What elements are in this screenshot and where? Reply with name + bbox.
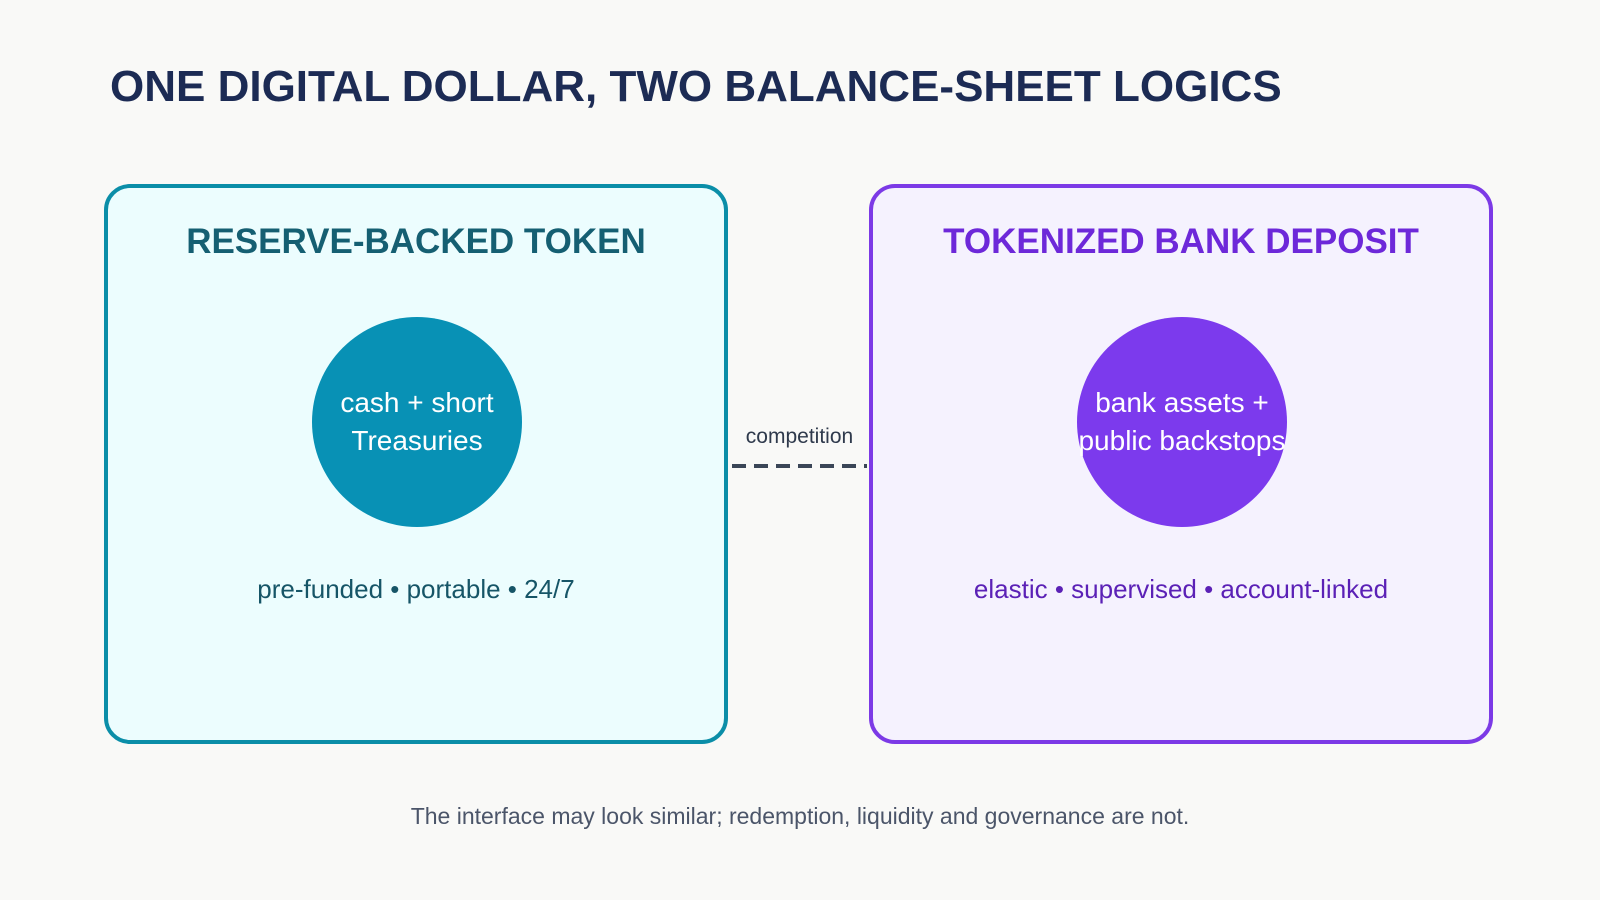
footnote: The interface may look similar; redempti… (410, 803, 1190, 829)
reserve-backing-circle: cash + short Treasuries (312, 317, 522, 527)
competition-connector (732, 464, 867, 468)
reserve-backed-token-traits: pre-funded • portable • 24/7 (257, 574, 575, 604)
bank-backing-circle: bank assets + public backstops (1077, 317, 1287, 527)
competition-label: competition (745, 425, 854, 448)
tokenized-bank-deposit-title: TOKENIZED BANK DEPOSIT (943, 222, 1419, 261)
bank-backing-line-1: bank assets + (1095, 387, 1269, 418)
reserve-backed-token-panel: RESERVE-BACKED TOKEN cash + short Treasu… (104, 184, 728, 744)
tokenized-bank-deposit-traits: elastic • supervised • account-linked (973, 574, 1389, 604)
bank-backing-line-2: public backstops (1078, 425, 1286, 456)
tokenized-bank-deposit-panel: TOKENIZED BANK DEPOSIT bank assets + pub… (869, 184, 1493, 744)
page-title: ONE DIGITAL DOLLAR, TWO BALANCE-SHEET LO… (110, 62, 1282, 111)
reserve-backing-line-1: cash + short (340, 387, 494, 418)
reserve-backing-line-2: Treasuries (351, 425, 483, 456)
reserve-backed-token-title: RESERVE-BACKED TOKEN (186, 222, 646, 261)
